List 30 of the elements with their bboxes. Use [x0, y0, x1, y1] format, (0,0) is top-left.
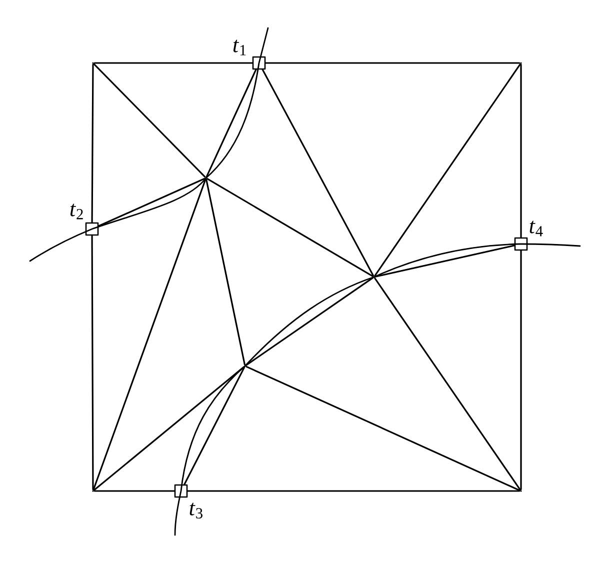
mesh-line	[374, 244, 516, 278]
mesh-line	[98, 178, 206, 227]
point-label: t$_{3}$	[190, 502, 202, 518]
marker-square	[514, 237, 528, 251]
mesh-line	[206, 178, 246, 366]
mesh-line	[374, 278, 521, 490]
marker-square	[85, 222, 99, 236]
mesh-line	[91, 64, 94, 224]
mesh-line	[520, 250, 522, 490]
mesh-line	[246, 277, 374, 366]
mesh-line	[374, 64, 521, 276]
mesh-line	[93, 366, 245, 491]
mesh-line	[186, 490, 520, 492]
mesh-line	[520, 64, 522, 238]
point-label: t$_{1}$	[233, 40, 246, 56]
mesh-line	[184, 366, 246, 486]
mesh-line	[91, 234, 94, 490]
mesh-line	[206, 178, 374, 277]
mesh-line	[92, 178, 206, 490]
point-label: t$_{4}$	[530, 220, 543, 236]
point-label: t$_{2}$	[70, 204, 83, 220]
mesh-line	[264, 62, 520, 64]
mesh-line	[94, 490, 176, 492]
marker-square	[174, 484, 188, 498]
mesh-line	[206, 68, 257, 178]
mesh-line	[93, 63, 206, 178]
mesh-line	[94, 62, 254, 64]
mesh-line	[262, 68, 374, 276]
marker-square	[252, 56, 266, 70]
mesh-line	[246, 366, 520, 492]
